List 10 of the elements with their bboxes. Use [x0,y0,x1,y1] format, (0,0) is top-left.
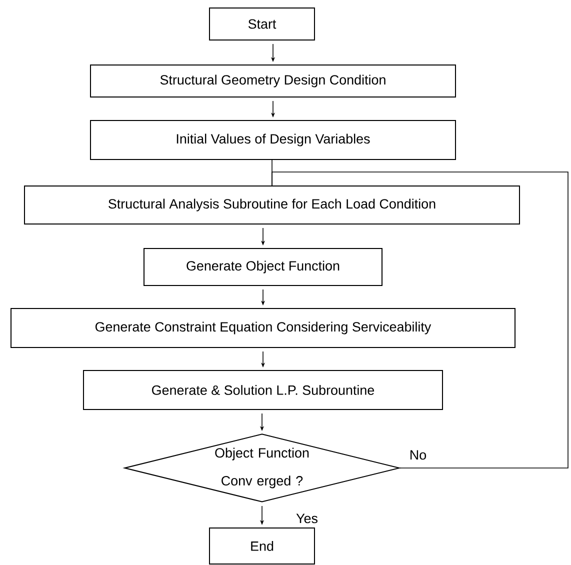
process-box: Structural Analysis Subroutine for Each Load Condition [24,186,520,224]
process-box: Start [209,8,315,40]
process-box: Generate Constraint Equation Considering Serviceability [10,308,516,348]
edge-label: No [408,449,428,461]
process-box: Structural Geometry Design Condition [90,64,456,98]
edge-label: Yes [295,512,319,524]
process-box: Generate Object Function [144,248,382,286]
process-box: End [209,528,315,564]
process-box: Initial Values of Design Variables [90,120,456,160]
process-box: Generate & Solution L.P. Subrountine [83,370,443,410]
